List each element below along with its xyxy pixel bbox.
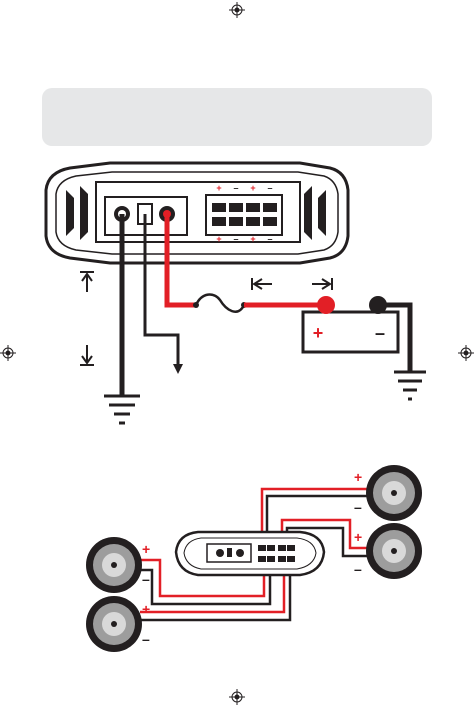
registration-mark-icon [0, 345, 16, 361]
speaker-positive-label: + [142, 541, 150, 557]
speaker-negative-label: – [142, 571, 150, 587]
speaker-icon [366, 465, 422, 521]
speaker-icon [366, 523, 422, 579]
svg-text:+: + [250, 183, 255, 193]
speaker-negative-label: – [142, 631, 150, 647]
battery-positive-label: + [313, 323, 324, 343]
battery-ground-wire [378, 302, 413, 372]
svg-text:–: – [267, 234, 272, 244]
speaker-wires [140, 487, 370, 622]
speaker-icon [86, 537, 142, 593]
svg-text:–: – [233, 183, 238, 193]
fuse-icon [193, 293, 247, 313]
amplifier-icon [174, 530, 326, 577]
registration-mark-icon [229, 2, 245, 18]
caption-banner [42, 88, 432, 146]
remote-wire [143, 214, 180, 368]
battery-negative-label: – [375, 323, 385, 343]
registration-mark-icon [229, 689, 245, 705]
speaker-icon [86, 596, 142, 652]
battery-icon: + – [301, 296, 400, 354]
distance-arrow-icon [80, 271, 94, 366]
svg-text:–: – [267, 183, 272, 193]
ground-icon [394, 370, 426, 401]
amplifier-icon: + – + – + – + – [44, 161, 350, 265]
speaker-positive-label: + [142, 601, 150, 617]
registration-mark-icon [458, 345, 474, 361]
speaker-negative-label: – [354, 499, 362, 515]
speaker-positive-label: + [354, 469, 362, 485]
ground-icon [104, 394, 140, 425]
svg-text:+: + [216, 183, 221, 193]
distance-arrow-icon [251, 278, 333, 290]
speaker-positive-label: + [354, 529, 362, 545]
remote-arrow-icon [173, 364, 183, 374]
svg-text:–: – [233, 234, 238, 244]
power-wire [164, 214, 196, 308]
svg-text:+: + [250, 234, 255, 244]
svg-text:+: + [216, 234, 221, 244]
speaker-negative-label: – [354, 561, 362, 577]
